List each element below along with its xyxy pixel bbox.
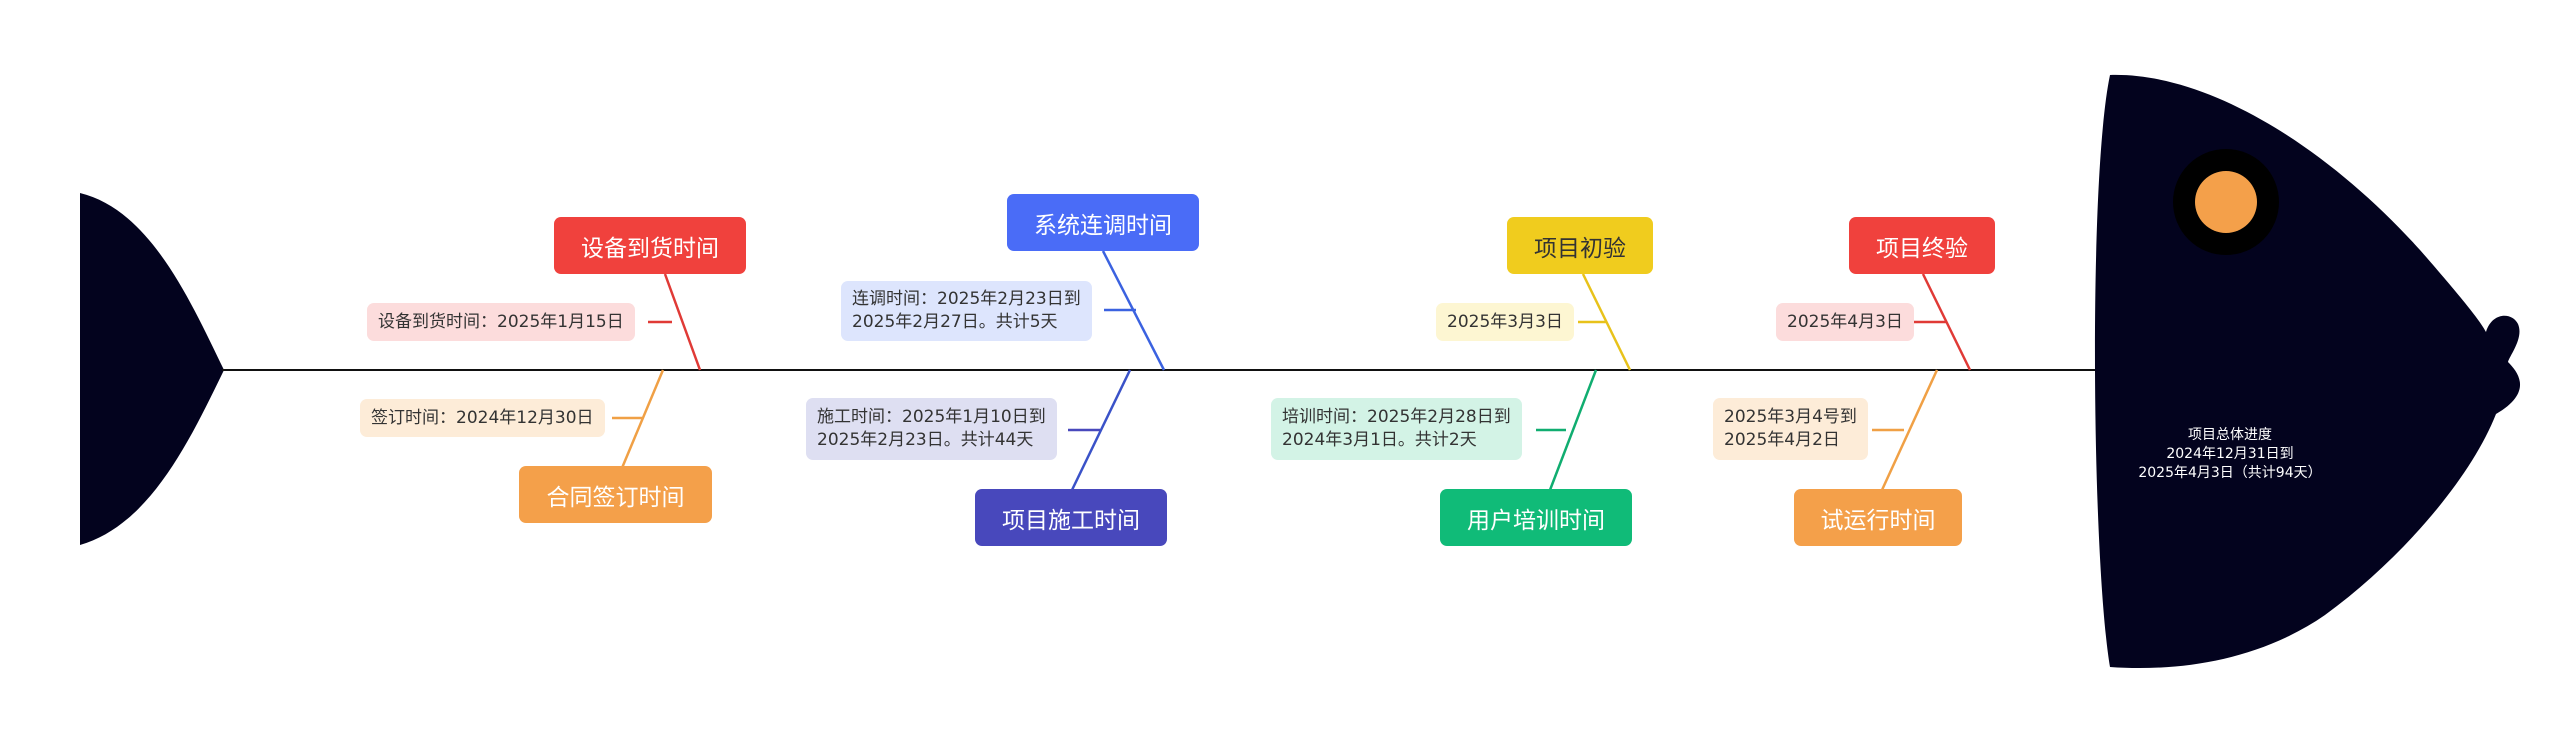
fish-head bbox=[2094, 74, 2521, 669]
fish-head-summary[interactable]: 项目总体进度 2024年12月31日到 2025年4月3日（共计94天） bbox=[2110, 426, 2350, 483]
bone-b2 bbox=[620, 369, 665, 469]
detail-line: 2025年3月3日 bbox=[1447, 311, 1563, 332]
detail-line: 2025年3月4号到 bbox=[1724, 407, 1857, 427]
detail-line: 2025年2月27日。共计5天 bbox=[852, 312, 1058, 332]
bone-b8 bbox=[1880, 369, 1939, 491]
detail-line: 培训时间：2025年2月28日到 bbox=[1282, 407, 1511, 427]
detail-note-b2[interactable]: 签订时间：2024年12月30日 bbox=[360, 399, 605, 437]
detail-line: 连调时间：2025年2月23日到 bbox=[852, 289, 1081, 309]
branch-node-b5[interactable]: 项目初验 bbox=[1507, 217, 1653, 274]
fish-eye bbox=[2195, 171, 2257, 233]
detail-line: 2025年2月23日。共计44天 bbox=[817, 430, 1034, 450]
detail-line: 2024年3月1日。共计2天 bbox=[1282, 430, 1477, 450]
branch-node-b2[interactable]: 合同签订时间 bbox=[519, 466, 712, 523]
branch-node-b6[interactable]: 用户培训时间 bbox=[1440, 489, 1632, 546]
detail-line: 2025年4月3日 bbox=[1787, 311, 1903, 332]
bone-b5 bbox=[1581, 273, 1632, 371]
detail-note-b7[interactable]: 2025年4月3日 bbox=[1776, 303, 1914, 341]
detail-line: 2025年4月2日 bbox=[1724, 430, 1840, 450]
branch-node-b1[interactable]: 设备到货时间 bbox=[554, 217, 746, 274]
branch-node-b8[interactable]: 试运行时间 bbox=[1794, 489, 1962, 546]
detail-note-b5[interactable]: 2025年3月3日 bbox=[1436, 303, 1574, 341]
bone-b6 bbox=[1548, 369, 1598, 491]
bone-b1 bbox=[663, 273, 702, 371]
branch-node-b3[interactable]: 系统连调时间 bbox=[1007, 194, 1199, 251]
head-range-start: 2024年12月31日到 bbox=[2166, 446, 2294, 462]
head-title: 项目总体进度 bbox=[2188, 427, 2272, 443]
detail-note-b1[interactable]: 设备到货时间：2025年1月15日 bbox=[367, 303, 635, 341]
branch-node-b7[interactable]: 项目终验 bbox=[1849, 217, 1995, 274]
detail-note-b6[interactable]: 培训时间：2025年2月28日到 2024年3月1日。共计2天 bbox=[1271, 398, 1522, 460]
detail-note-b4[interactable]: 施工时间：2025年1月10日到 2025年2月23日。共计44天 bbox=[806, 398, 1057, 460]
bone-b4 bbox=[1070, 369, 1132, 491]
head-range-end: 2025年4月3日（共计94天） bbox=[2138, 465, 2322, 481]
detail-note-b8[interactable]: 2025年3月4号到 2025年4月2日 bbox=[1713, 398, 1868, 460]
detail-note-b3[interactable]: 连调时间：2025年2月23日到 2025年2月27日。共计5天 bbox=[841, 281, 1092, 341]
branch-node-b4[interactable]: 项目施工时间 bbox=[975, 489, 1167, 546]
detail-line: 签订时间：2024年12月30日 bbox=[371, 407, 594, 428]
fish-tail bbox=[80, 193, 224, 545]
detail-line: 施工时间：2025年1月10日到 bbox=[817, 407, 1046, 427]
bone-b7 bbox=[1921, 273, 1972, 371]
detail-line: 设备到货时间：2025年1月15日 bbox=[378, 311, 624, 332]
branch-bones bbox=[612, 250, 1972, 491]
